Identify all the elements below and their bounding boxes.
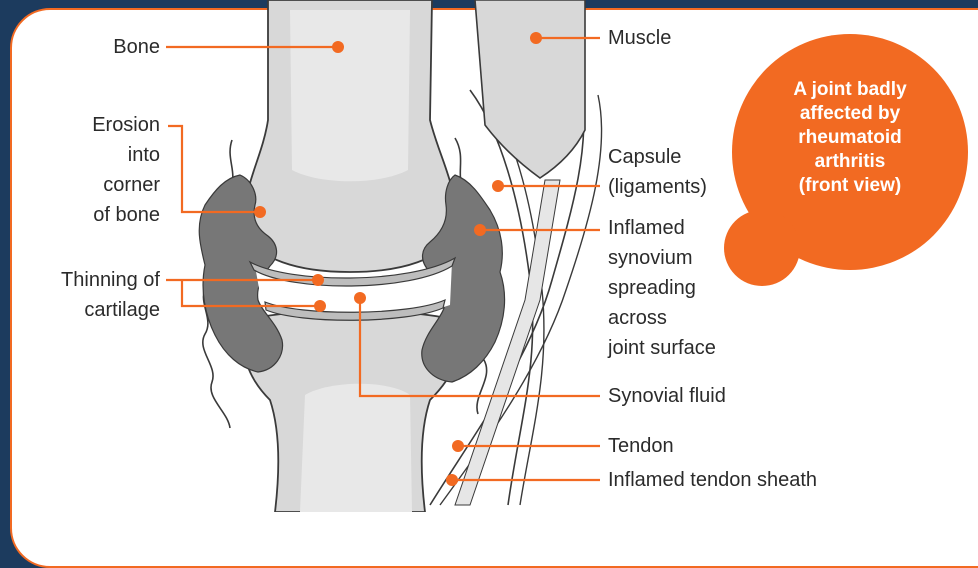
label-thinning-line-2: cartilage — [20, 295, 160, 325]
label-erosion-line-3: corner — [60, 170, 160, 200]
lower-bone-highlight — [300, 384, 412, 512]
callout-line-5: (front view) — [755, 174, 945, 198]
label-synovium-line-2: synovium — [608, 243, 716, 273]
joint-illustration — [0, 0, 978, 512]
label-synovium-line-4: across — [608, 303, 716, 333]
callout-line-1: A joint badly — [755, 78, 945, 102]
label-erosion: Erosion into corner of bone — [60, 110, 160, 230]
label-thinning-line-1: Thinning of — [20, 265, 160, 295]
label-synovium-line-1: Inflamed — [608, 213, 716, 243]
label-capsule-line-1: Capsule — [608, 142, 707, 172]
label-capsule: Capsule (ligaments) — [608, 142, 707, 202]
label-erosion-line-2: into — [60, 140, 160, 170]
callout-text: A joint badly affected by rheumatoid art… — [755, 78, 945, 198]
label-erosion-line-1: Erosion — [60, 110, 160, 140]
label-tendon-sheath: Inflamed tendon sheath — [608, 465, 817, 495]
label-synovial-fluid: Synovial fluid — [608, 381, 726, 411]
callout-line-3: rheumatoid — [755, 126, 945, 150]
upper-bone-highlight — [290, 10, 410, 181]
callout-line-4: arthritis — [755, 150, 945, 174]
label-tendon: Tendon — [608, 431, 674, 461]
label-inflamed-synovium: Inflamed synovium spreading across joint… — [608, 213, 716, 363]
diagram-stage: Bone Erosion into corner of bone Thinnin… — [0, 0, 978, 512]
label-synovium-line-3: spreading — [608, 273, 716, 303]
label-erosion-line-4: of bone — [60, 200, 160, 230]
label-bone: Bone — [60, 32, 160, 62]
callout-line-2: affected by — [755, 102, 945, 126]
muscle — [475, 0, 585, 178]
label-capsule-line-2: (ligaments) — [608, 172, 707, 202]
label-thinning: Thinning of cartilage — [20, 265, 160, 325]
label-synovium-line-5: joint surface — [608, 333, 716, 363]
label-muscle: Muscle — [608, 23, 671, 53]
